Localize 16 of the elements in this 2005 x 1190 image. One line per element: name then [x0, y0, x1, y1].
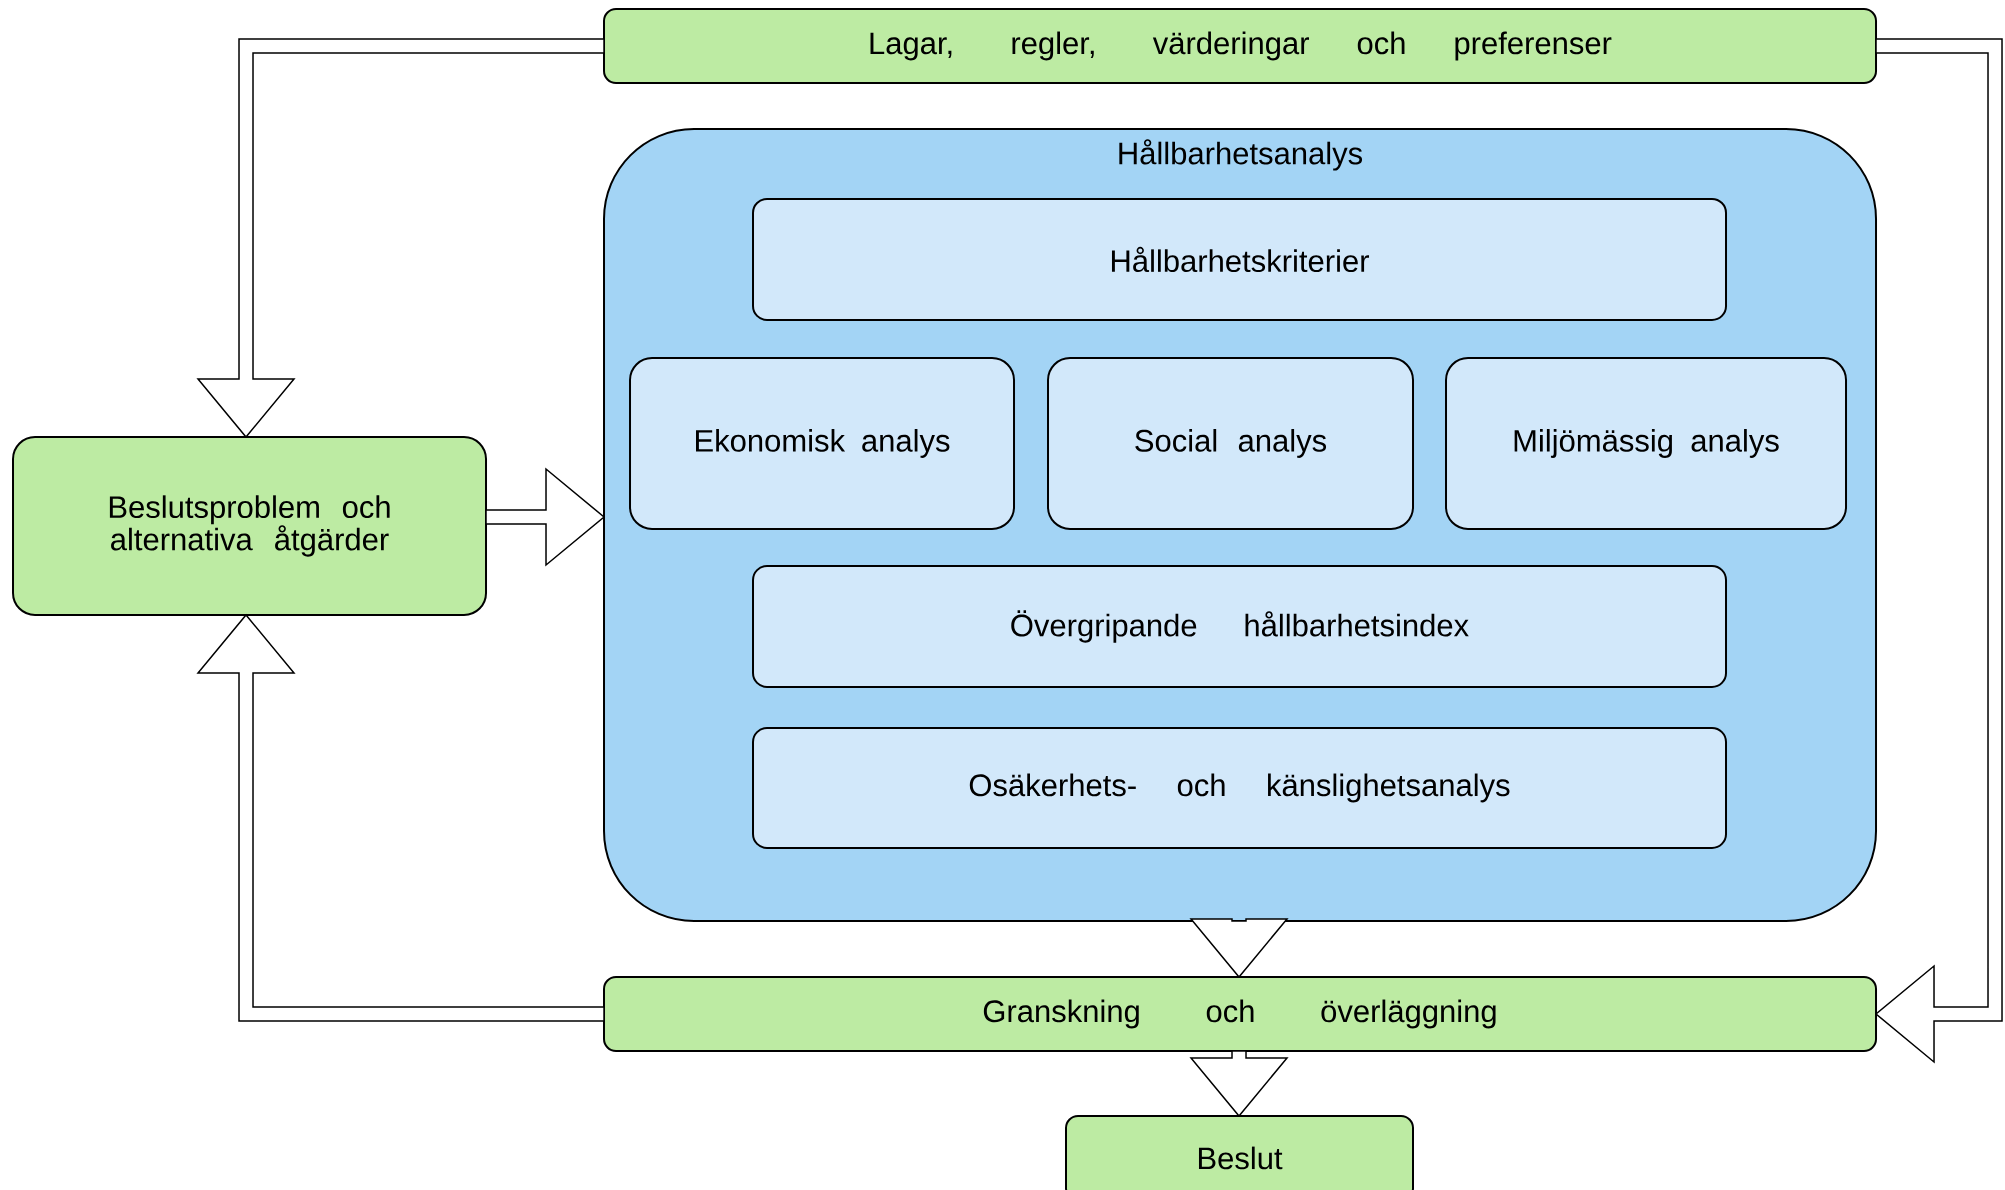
process-box: Övergripande hållbarhetsindex	[752, 565, 1727, 688]
process-box: Ekonomisk analys	[629, 357, 1015, 530]
block-arrow	[1189, 918, 1289, 979]
process-box: Beslutsproblem och alternativa åtgärder	[12, 436, 487, 616]
process-box: Hållbarhetskriterier	[752, 198, 1727, 321]
process-box: Granskning och överläggning	[603, 976, 1877, 1052]
process-box: Miljömässig analys	[1445, 357, 1847, 530]
process-box: Osäkerhets- och känslighetsanalys	[752, 727, 1727, 849]
block-arrow	[196, 613, 605, 1022]
process-box: Social analys	[1047, 357, 1414, 530]
block-arrow	[485, 467, 606, 567]
block-arrow	[1874, 38, 2003, 1064]
process-box: Beslut	[1065, 1115, 1414, 1190]
block-arrow	[196, 38, 605, 439]
block-arrow	[1189, 1050, 1289, 1118]
process-box: Lagar, regler, värderingar och preferenser	[603, 8, 1877, 84]
